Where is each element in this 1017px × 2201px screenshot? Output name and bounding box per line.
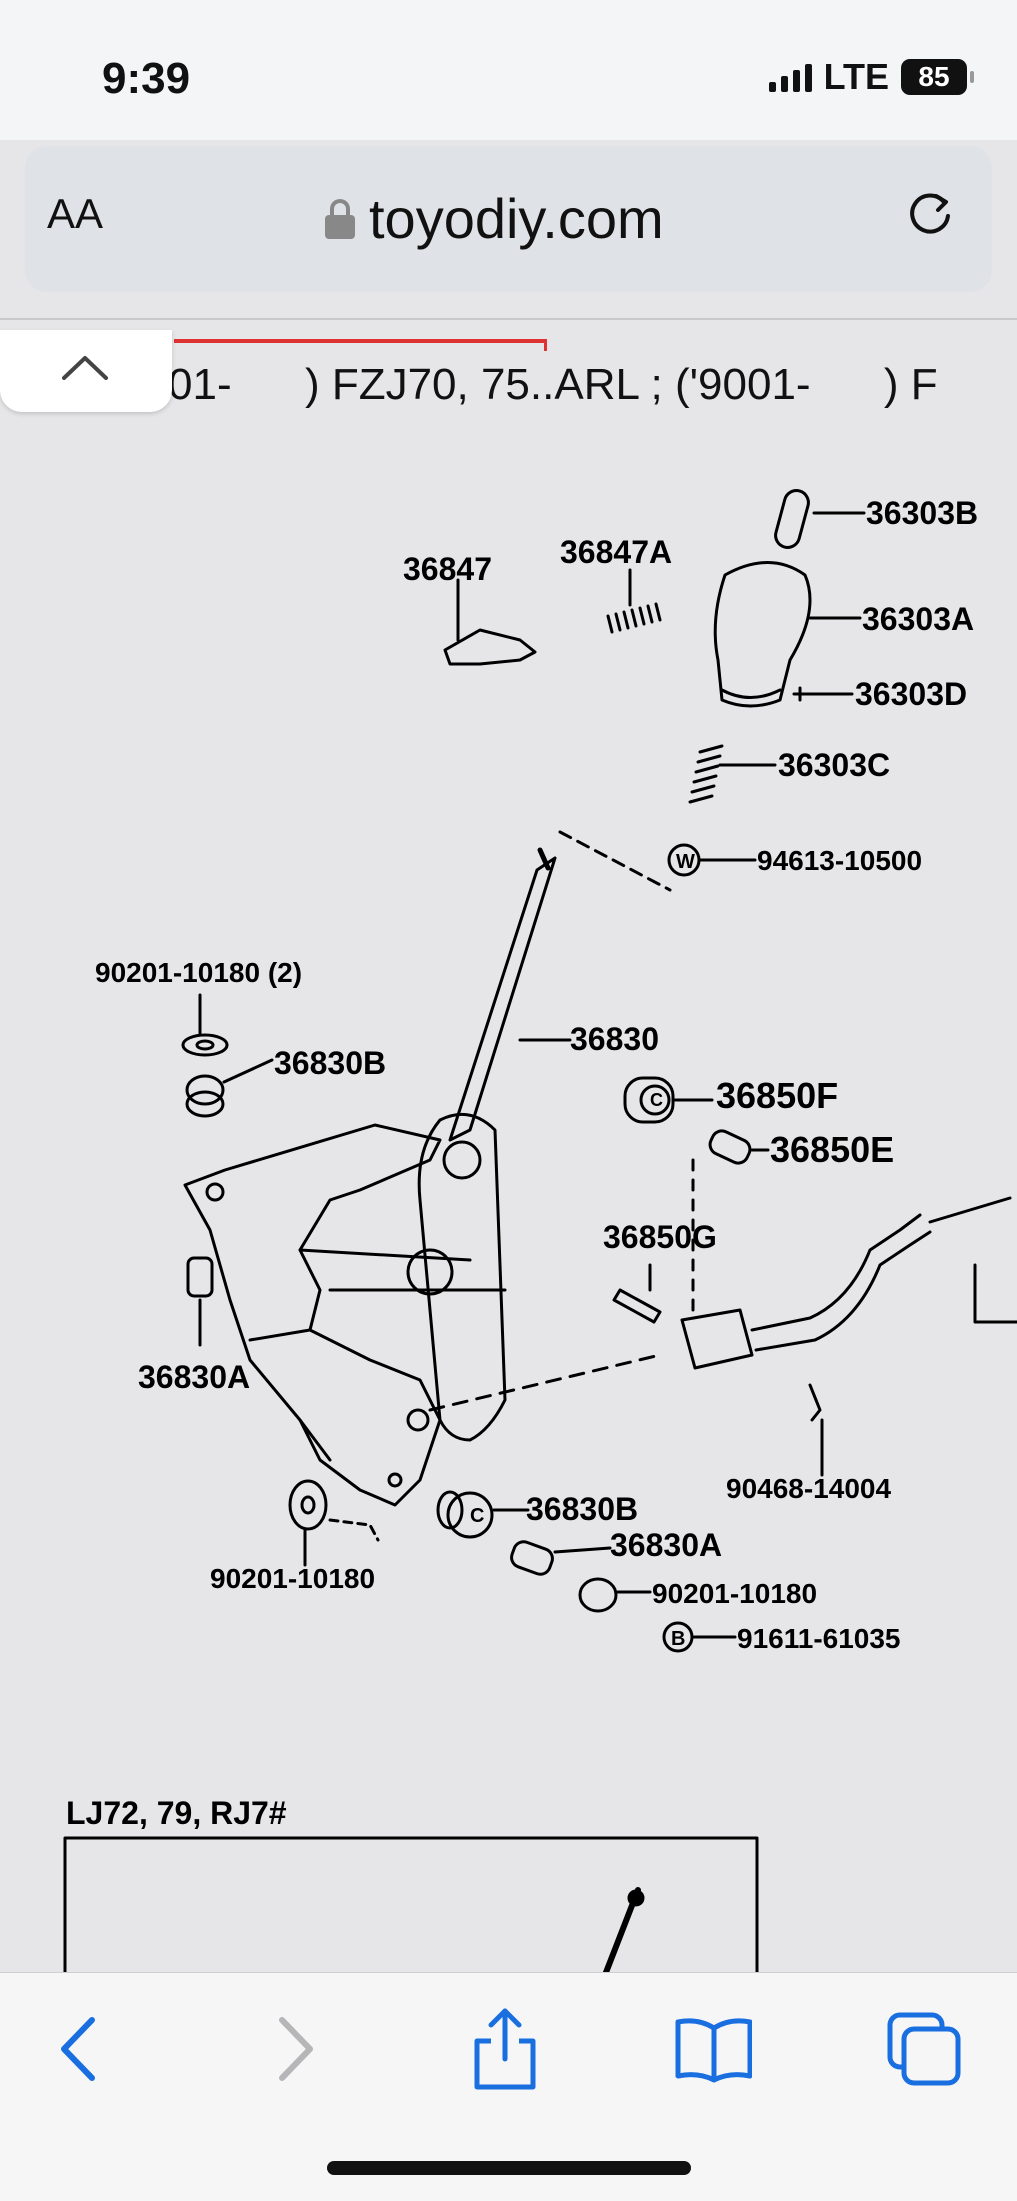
part-label: 36830B [274, 1045, 386, 1081]
part-label: 36303B [866, 495, 978, 531]
signal-icon [768, 62, 812, 92]
bookmarks-button[interactable] [672, 2009, 752, 2089]
part-label: 36847A [560, 534, 672, 570]
part-label: 36303C [778, 747, 890, 783]
part-label: 36830A [610, 1527, 722, 1563]
status-bar: 9:39 LTE 85 [0, 0, 1017, 140]
svg-text:C: C [470, 1505, 484, 1527]
battery-level: 85 [918, 61, 950, 92]
lock-icon [325, 198, 355, 239]
part-label: 91611-61035 [737, 1623, 901, 1654]
battery-icon: 85 [901, 59, 974, 95]
share-button[interactable] [465, 2008, 545, 2090]
red-rule-tick [544, 339, 547, 351]
book-icon [675, 2018, 752, 2083]
part-label: 36850G [603, 1219, 717, 1255]
home-indicator [327, 2161, 691, 2175]
status-time: 9:39 [102, 54, 191, 103]
part-label: 36830B [526, 1491, 638, 1527]
tabs-button[interactable] [884, 2009, 964, 2089]
collapse-button[interactable] [0, 330, 172, 412]
reload-icon[interactable] [902, 186, 958, 242]
chevron-right-icon [279, 2017, 313, 2081]
parts-diagram: W B C C 36303B 36303A 36303D 36303C 3684… [63, 489, 1017, 1975]
part-label: 36830 [570, 1021, 659, 1057]
network-type: LTE [823, 56, 889, 97]
svg-text:C: C [650, 1090, 663, 1110]
status-indicators: LTE 85 [768, 56, 974, 98]
part-label: 36303A [862, 601, 974, 637]
back-button[interactable] [38, 2009, 118, 2089]
chevron-left-icon [61, 2017, 95, 2081]
part-label: 90468-14004 [726, 1473, 891, 1504]
part-label: 36850F [716, 1075, 838, 1116]
section-label: LJ72, 79, RJ7# [66, 1795, 287, 1831]
text-size-button[interactable]: AA [47, 190, 103, 238]
top-divider [0, 318, 1017, 320]
text-size-label: AA [47, 190, 104, 237]
url-domain: toyodiy.com [369, 187, 664, 250]
chevron-up-icon [62, 356, 108, 380]
tabs-icon [887, 2012, 961, 2086]
red-rule [174, 339, 546, 343]
part-label: 36850E [770, 1129, 894, 1170]
svg-text:B: B [671, 1628, 685, 1650]
part-label: 90201-10180 [652, 1578, 817, 1609]
part-label: 36830A [138, 1359, 250, 1395]
part-label: 94613-10500 [757, 845, 922, 876]
url-field[interactable]: toyodiy.com [325, 186, 664, 251]
address-bar[interactable]: AA toyodiy.com [25, 146, 992, 292]
part-label: 36847 [403, 551, 492, 587]
svg-text:W: W [676, 851, 695, 873]
part-label: 90201-10180 [210, 1563, 375, 1594]
model-range-text: 01- ) FZJ70, 75..ARL ; ('9001- ) F [168, 360, 938, 409]
part-label: 90201-10180 (2) [95, 957, 302, 988]
forward-button[interactable] [256, 2009, 336, 2089]
share-icon [474, 2008, 536, 2090]
part-label: 36303D [855, 676, 967, 712]
